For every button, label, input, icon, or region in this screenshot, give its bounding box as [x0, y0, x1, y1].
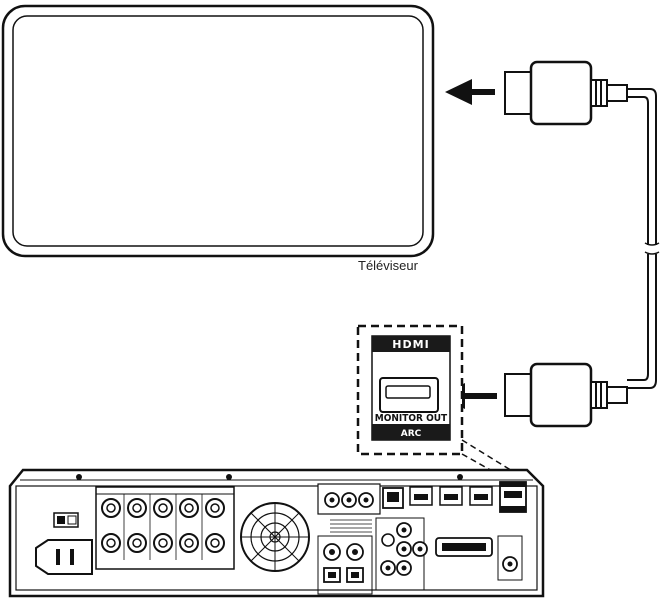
device-rear-panel: [8, 468, 545, 598]
hdmi-plug-bottom: [504, 362, 628, 428]
television: [1, 4, 435, 258]
tv-label: Téléviseur: [358, 258, 418, 273]
hdmi-cable: [627, 88, 660, 389]
hdmi-port-callout: [356, 324, 464, 456]
hdmi-plug-top: [504, 60, 628, 126]
arrow-into-tv: [445, 79, 495, 105]
callout-port-label: MONITOR OUT: [375, 413, 448, 424]
callout-sub-label: ARC: [401, 429, 422, 439]
callout-hdmi-logo: HDMI: [392, 338, 429, 351]
callout-leader-lines: [461, 439, 523, 478]
